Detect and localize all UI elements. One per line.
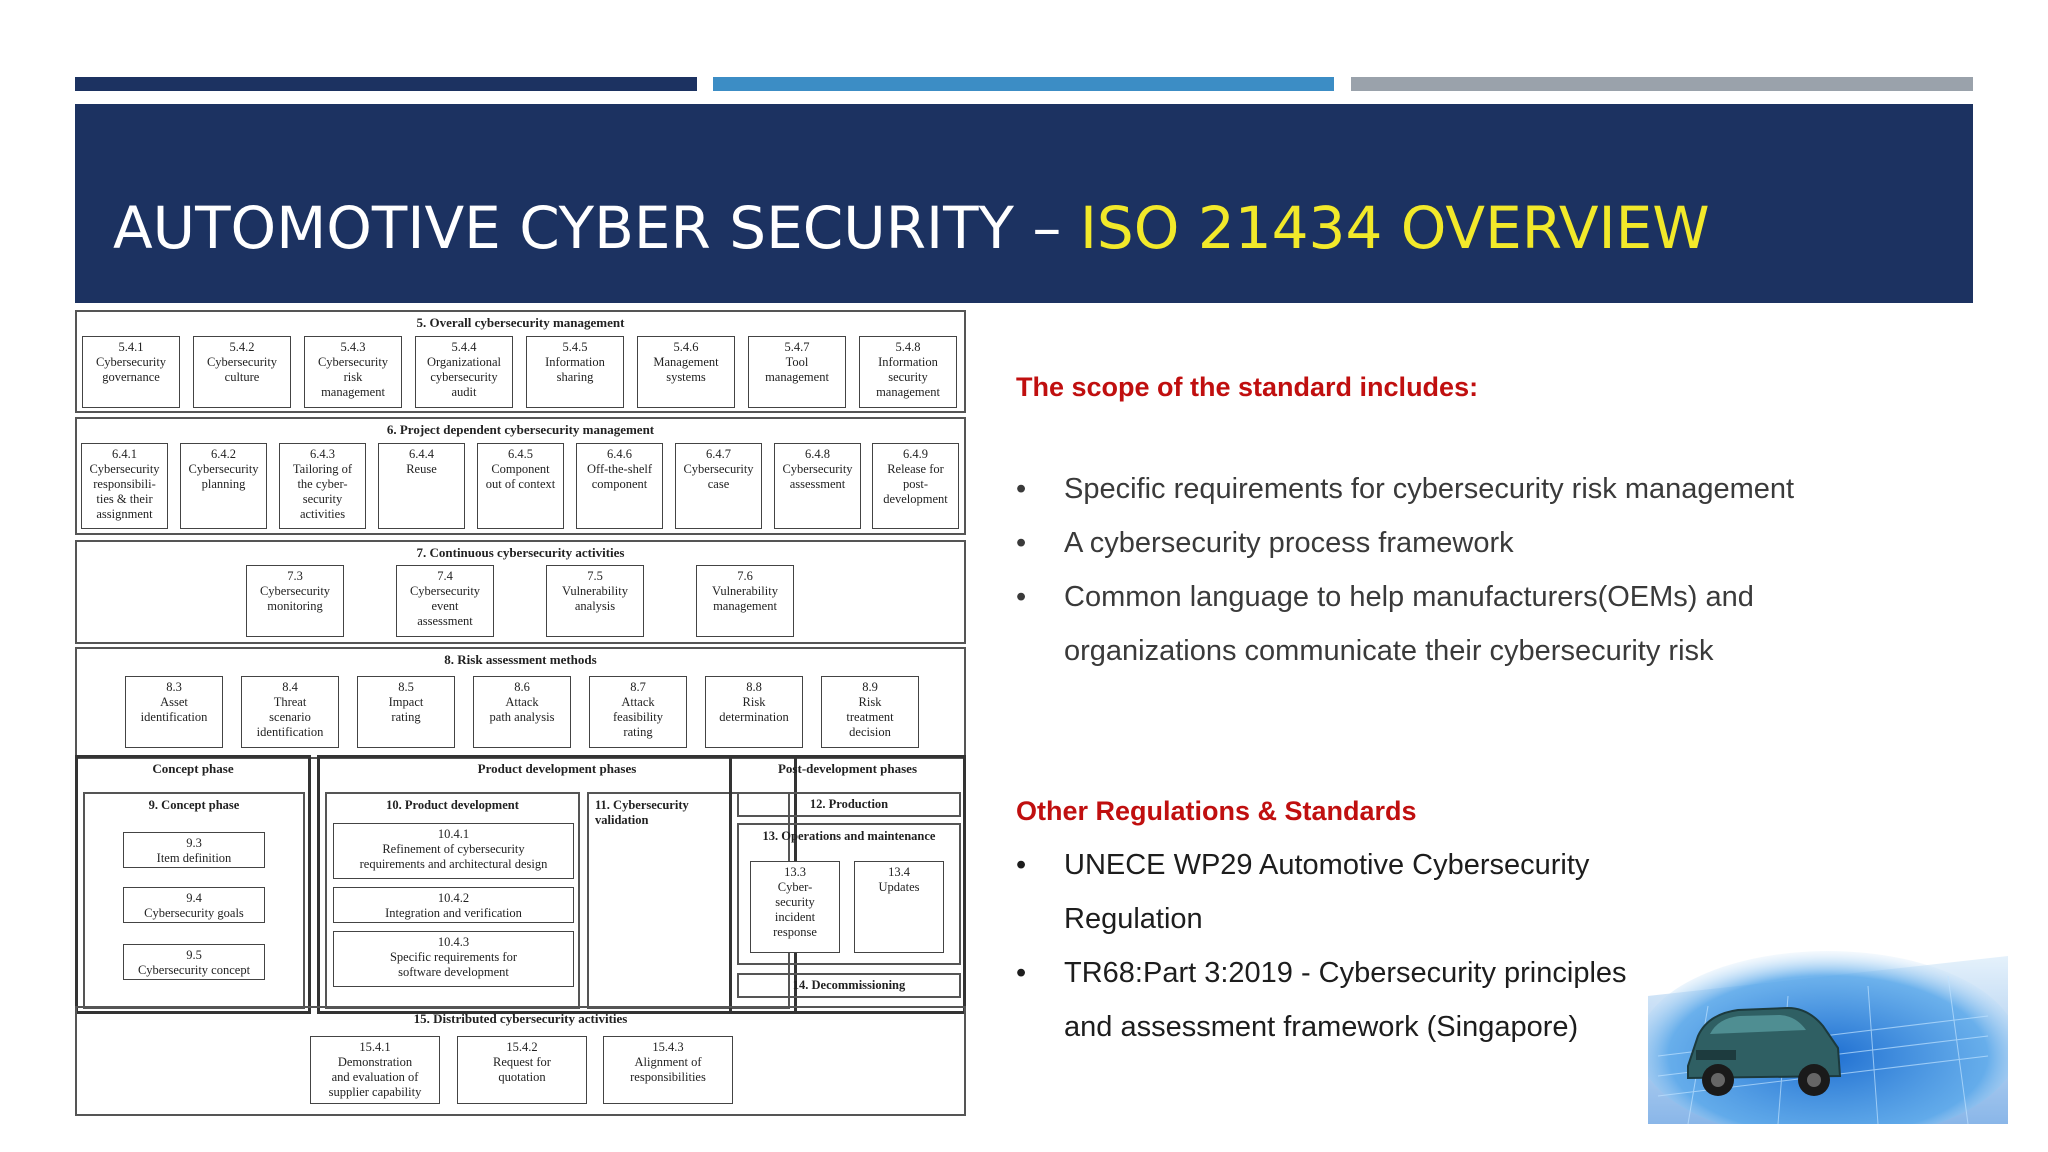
process-box: 8.6 Attack path analysis xyxy=(473,676,571,748)
bullet-marker: • xyxy=(1016,581,1027,613)
title-band: AUTOMOTIVE CYBER SECURITY – ISO 21434 OV… xyxy=(75,104,1973,303)
section-overall-management: 5. Overall cybersecurity management 5.4.… xyxy=(75,310,966,413)
process-box: 5.4.3 Cybersecurity risk management xyxy=(304,336,402,408)
section-title: 5. Overall cybersecurity management xyxy=(416,315,625,330)
bullet-marker: • xyxy=(1016,473,1027,505)
process-box: 10.4.1 Refinement of cybersecurity requi… xyxy=(333,823,574,879)
subsection-title: 10. Product development xyxy=(386,798,519,812)
section-title: 8. Risk assessment methods xyxy=(444,652,597,667)
process-box: 7.5 Vulnerability analysis xyxy=(546,565,644,637)
title-highlight: ISO 21434 OVERVIEW xyxy=(1079,194,1710,262)
bullet-marker: • xyxy=(1016,849,1027,881)
process-box: 7.6 Vulnerability management xyxy=(696,565,794,637)
process-box: 6.4.7 Cybersecurity case xyxy=(675,443,762,529)
process-box: 6.4.6 Off-the-shelf component xyxy=(576,443,663,529)
section-title: Concept phase xyxy=(152,761,234,776)
process-box: 5.4.8 Information security management xyxy=(859,336,957,408)
accent-bar-navy xyxy=(75,77,697,91)
process-box: 15.4.1 Demonstration and evaluation of s… xyxy=(310,1036,440,1104)
process-box: 6.4.3 Tailoring of the cyber- security a… xyxy=(279,443,366,529)
section-project-management: 6. Project dependent cybersecurity manag… xyxy=(75,417,966,535)
subsection-production: 12. Production xyxy=(737,792,961,817)
subsection-title: 13. Operations and maintenance xyxy=(762,829,936,843)
process-box: 8.5 Impact rating xyxy=(357,676,455,748)
regulations-heading: Other Regulations & Standards xyxy=(1016,796,1417,826)
scope-heading: The scope of the standard includes: xyxy=(1016,372,1479,402)
process-box: 5.4.1 Cybersecurity governance xyxy=(82,336,180,408)
bullet-marker: • xyxy=(1016,957,1027,989)
section-distributed-activities: 15. Distributed cybersecurity activities… xyxy=(75,1006,966,1116)
process-box: 6.4.1 Cybersecurity responsibili- ties &… xyxy=(81,443,168,529)
process-box: 5.4.7 Tool management xyxy=(748,336,846,408)
slide-title: AUTOMOTIVE CYBER SECURITY – ISO 21434 OV… xyxy=(113,194,1710,262)
section-title: 7. Continuous cybersecurity activities xyxy=(416,545,625,560)
regulation-item: UNECE WP29 Automotive Cybersecurity xyxy=(1064,849,1590,881)
regulation-item: TR68:Part 3:2019 - Cybersecurity princip… xyxy=(1064,957,1627,989)
process-box: 6.4.9 Release for post- development xyxy=(872,443,959,529)
process-box: 10.4.3 Specific requirements for softwar… xyxy=(333,931,574,987)
process-box: 8.3 Asset identification xyxy=(125,676,223,748)
process-box: 6.4.4 Reuse xyxy=(378,443,465,529)
subsection-decommissioning: 14. Decommissioning xyxy=(737,973,961,998)
process-box: 5.4.2 Cybersecurity culture xyxy=(193,336,291,408)
process-box: 5.4.4 Organizational cybersecurity audit xyxy=(415,336,513,408)
accent-bar-blue xyxy=(713,77,1334,91)
process-box: 6.4.5 Component out of context xyxy=(477,443,564,529)
process-box: 9.3 Item definition xyxy=(123,832,265,868)
process-box: 9.5 Cybersecurity concept xyxy=(123,944,265,980)
process-box: 8.4 Threat scenario identification xyxy=(241,676,339,748)
section-title: Product development phases xyxy=(477,761,637,776)
section-continuous-activities: 7. Continuous cybersecurity activities 7… xyxy=(75,540,966,644)
process-box: 8.9 Risk treatment decision xyxy=(821,676,919,748)
car-circuit-illustration xyxy=(1648,951,2008,1124)
section-post-development-phases: Post-development phases 12. Production 1… xyxy=(729,755,966,1014)
process-box: 6.4.8 Cybersecurity assessment xyxy=(774,443,861,529)
process-box: 5.4.5 Information sharing xyxy=(526,336,624,408)
regulation-item-continuation: and assessment framework (Singapore) xyxy=(1064,1011,1579,1043)
process-box: 7.3 Cybersecurity monitoring xyxy=(246,565,344,637)
subsection-title: 11. Cybersecurity validation xyxy=(595,798,689,827)
scope-item: Specific requirements for cybersecurity … xyxy=(1064,473,1795,505)
subsection-title: 12. Production xyxy=(809,797,889,811)
subsection-product-development: 10. Product development 10.4.1 Refinemen… xyxy=(325,792,580,1009)
accent-bar-grey xyxy=(1351,77,1973,91)
process-box: 10.4.2 Integration and verification xyxy=(333,887,574,923)
process-box: 8.8 Risk determination xyxy=(705,676,803,748)
section-title: 6. Project dependent cybersecurity manag… xyxy=(386,422,655,437)
section-risk-assessment: 8. Risk assessment methods 8.3 Asset ide… xyxy=(75,647,966,759)
process-box: 13.3 Cyber- security incident response xyxy=(750,861,840,953)
bullet-marker: • xyxy=(1016,527,1027,559)
process-box: 13.4 Updates xyxy=(854,861,944,953)
process-box: 7.4 Cybersecurity event assessment xyxy=(396,565,494,637)
subsection-operations: 13. Operations and maintenance 13.3 Cybe… xyxy=(737,823,961,965)
scope-item: A cybersecurity process framework xyxy=(1064,527,1514,559)
process-box: 15.4.2 Request for quotation xyxy=(457,1036,587,1104)
regulation-item-continuation: Regulation xyxy=(1064,903,1203,935)
section-product-development-phases: Product development phases 10. Product d… xyxy=(317,755,797,1014)
process-box: 15.4.3 Alignment of responsibilities xyxy=(603,1036,733,1104)
subsection-concept: 9. Concept phase 9.3 Item definition 9.4… xyxy=(83,792,305,1009)
process-box: 8.7 Attack feasibility rating xyxy=(589,676,687,748)
process-box: 5.4.6 Management systems xyxy=(637,336,735,408)
subsection-title: 9. Concept phase xyxy=(148,798,240,812)
subsection-title: 14. Decommissioning xyxy=(792,978,906,992)
title-main: AUTOMOTIVE CYBER SECURITY – xyxy=(113,194,1080,262)
iso21434-diagram: 5. Overall cybersecurity management 5.4.… xyxy=(75,309,966,1119)
section-title: 15. Distributed cybersecurity activities xyxy=(413,1011,628,1026)
scope-item: Common language to help manufacturers(OE… xyxy=(1064,581,1754,613)
process-box: 6.4.2 Cybersecurity planning xyxy=(180,443,267,529)
section-concept-phase: Concept phase 9. Concept phase 9.3 Item … xyxy=(75,755,311,1014)
section-title: Post-development phases xyxy=(777,761,918,776)
scope-item-continuation: organizations communicate their cybersec… xyxy=(1064,635,1714,667)
process-box: 9.4 Cybersecurity goals xyxy=(123,887,265,923)
